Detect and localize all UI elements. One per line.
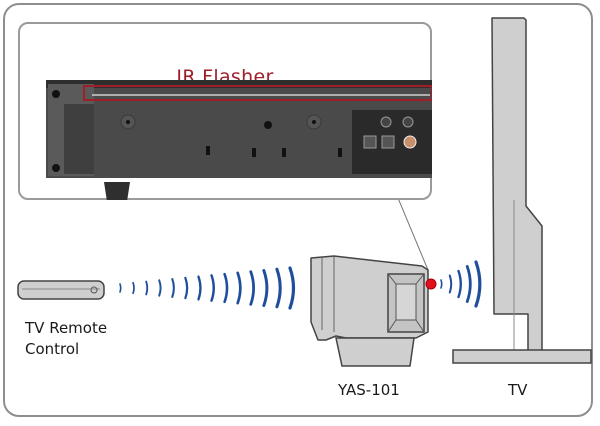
signal-arc <box>262 268 269 308</box>
label-soundbar: YAS-101 <box>338 381 400 399</box>
signal-arc <box>249 270 256 306</box>
label-tv: TV <box>508 381 528 399</box>
label-tv-remote-control: TV Remote Control <box>25 318 107 360</box>
signal-waves-soundbar <box>440 260 482 308</box>
signal-arc <box>132 281 135 295</box>
tv-illustration <box>452 17 592 364</box>
signal-arc <box>119 283 122 293</box>
signal-arc <box>184 276 189 300</box>
signal-arc <box>171 278 175 298</box>
signal-arc <box>145 280 149 296</box>
tv-stand-base <box>452 349 592 364</box>
signal-arc <box>448 274 453 294</box>
signal-arc <box>236 271 242 305</box>
ir-emitter-icon <box>425 278 437 290</box>
soundbar-illustration <box>310 255 437 367</box>
remote-illustration <box>17 280 105 300</box>
signal-arc <box>223 272 229 304</box>
label-line-1: TV Remote <box>25 319 108 337</box>
label-line-2: Control <box>25 340 80 358</box>
soundbar-underside <box>46 80 432 200</box>
inset-panel: IR Flasher <box>18 22 432 200</box>
signal-arc <box>275 267 282 309</box>
signal-arc <box>474 260 482 308</box>
signal-arc <box>457 269 462 299</box>
signal-arc <box>158 279 162 297</box>
signal-waves-remote <box>119 266 296 310</box>
signal-arc <box>210 274 215 302</box>
ir-flasher-highlight <box>83 85 432 101</box>
callout-line <box>397 197 429 271</box>
signal-arc <box>197 275 202 301</box>
signal-arc <box>288 266 296 310</box>
signal-arc <box>440 279 443 289</box>
signal-arc <box>465 265 472 303</box>
